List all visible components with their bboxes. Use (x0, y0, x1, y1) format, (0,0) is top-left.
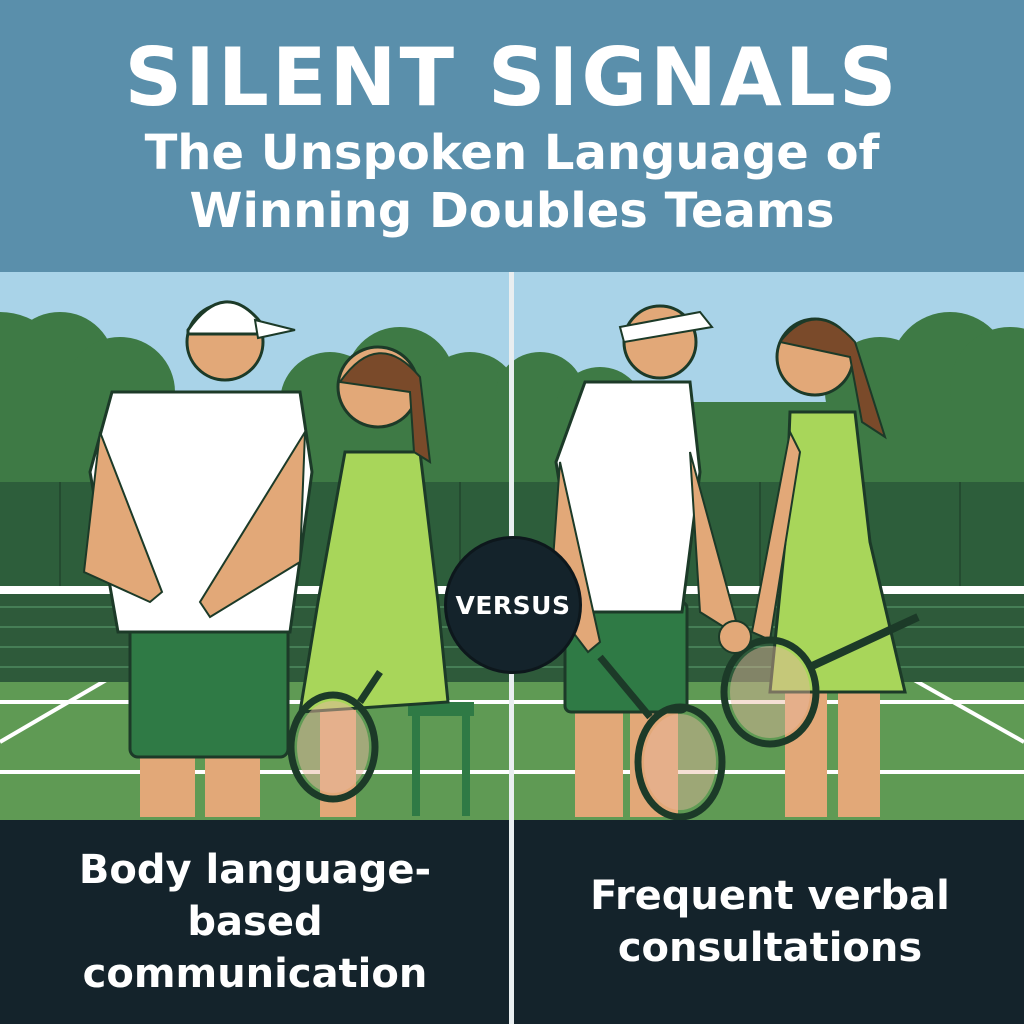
subtitle-line-1: The Unspoken Language of (144, 125, 880, 181)
poster-subtitle: The Unspoken Language of Winning Doubles… (0, 124, 1024, 240)
versus-label: VERSUS (455, 590, 571, 620)
caption-left: Body language-based communication (78, 847, 432, 997)
left-female-player (287, 345, 474, 817)
right-male-player (548, 304, 742, 820)
poster-title: SILENT SIGNALS (124, 31, 900, 124)
held-hands (718, 620, 752, 654)
subtitle-line-2: Winning Doubles Teams (189, 183, 835, 239)
versus-badge: VERSUS (444, 536, 582, 674)
right-female-player (720, 317, 920, 817)
left-male-player (82, 300, 314, 817)
caption-right: Frequent verbal consultations (590, 873, 950, 971)
header-banner: SILENT SIGNALS The Unspoken Language of … (0, 0, 1024, 272)
